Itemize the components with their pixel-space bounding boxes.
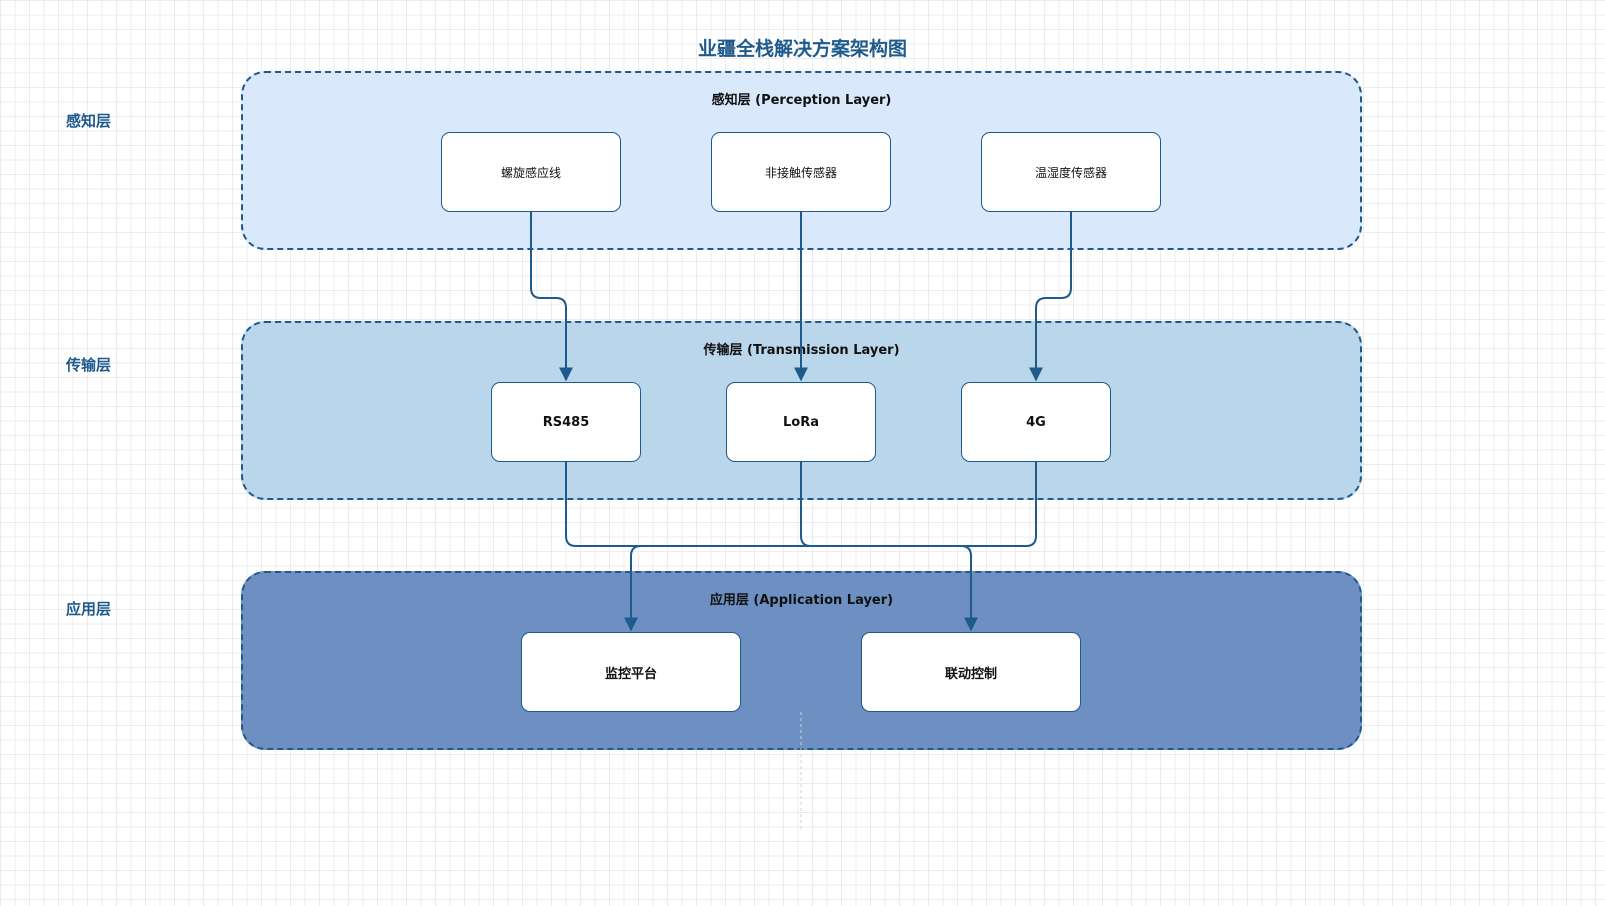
node-monitoring-platform[interactable]: 监控平台 [521,632,741,712]
side-label-transmission: 传输层 [66,356,112,374]
perception-layer-title: 感知层 (Perception Layer) [711,93,892,108]
node-linkage-control[interactable]: 联动控制 [861,632,1081,712]
side-label-perception: 感知层 [66,112,112,130]
transmission-layer-title: 传输层 (Transmission Layer) [703,343,900,358]
application-layer-title: 应用层 (Application Layer) [709,593,894,608]
node-4g[interactable]: 4G [961,382,1111,462]
node-lora[interactable]: LoRa [726,382,876,462]
node-spiral-induction-line[interactable]: 螺旋感应线 [441,132,621,212]
node-contactless-sensor[interactable]: 非接触传感器 [711,132,891,212]
application-layer-group: 应用层 (Application Layer) [241,571,1362,750]
side-label-application: 应用层 [66,600,112,618]
node-temp-humidity-sensor[interactable]: 温湿度传感器 [981,132,1161,212]
diagram-title: 业疆全栈解决方案架构图 [697,38,907,60]
node-rs485[interactable]: RS485 [491,382,641,462]
